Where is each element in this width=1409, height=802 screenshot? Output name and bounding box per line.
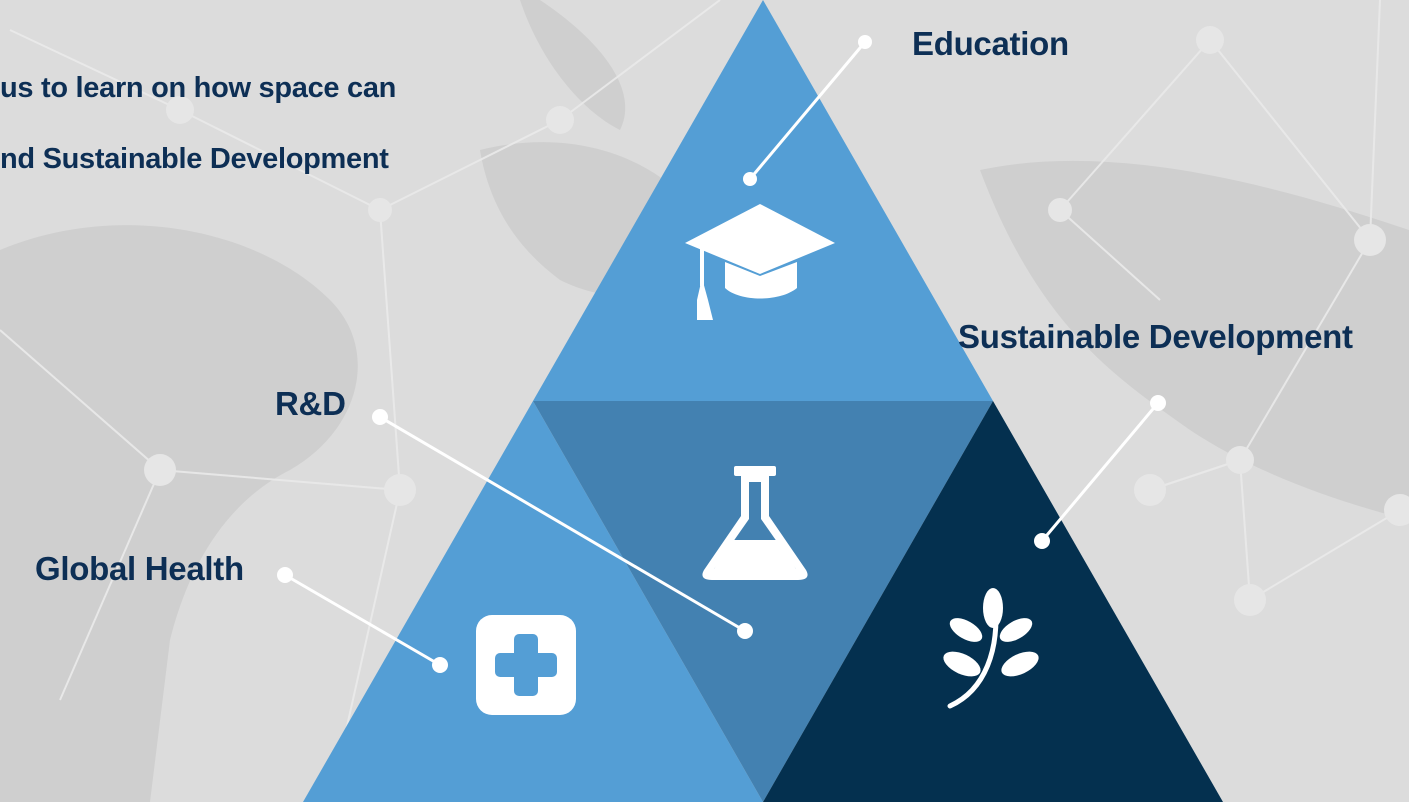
global-health-connector-dot: [277, 567, 293, 583]
education-segment: [533, 0, 993, 401]
sustainable-development-label: Sustainable Development: [958, 318, 1353, 355]
intro-text-line-2: nd Sustainable Development: [0, 143, 389, 175]
rd-segment: [533, 401, 993, 802]
global-health-anchor-dot: [432, 657, 448, 673]
global-health-label: Global Health: [35, 550, 244, 587]
education-connector-dot: [858, 35, 872, 49]
sustainable-development-connector-dot: [1150, 395, 1166, 411]
flask-icon: [702, 466, 808, 580]
education-anchor-dot: [743, 172, 757, 186]
education-label: Education: [912, 25, 1069, 62]
rd-anchor-dot: [737, 623, 753, 639]
graduation-cap-icon: [685, 204, 835, 320]
intro-text-line-1: us to learn on how space can: [0, 72, 397, 104]
leaf-branch-icon: [943, 588, 1039, 709]
sustainable-development-anchor-dot: [1034, 533, 1050, 549]
rd-label: R&D: [275, 385, 346, 422]
plus-cross-icon: [476, 615, 576, 715]
rd-connector-dot: [372, 409, 388, 425]
global-health-segment: [303, 401, 763, 802]
